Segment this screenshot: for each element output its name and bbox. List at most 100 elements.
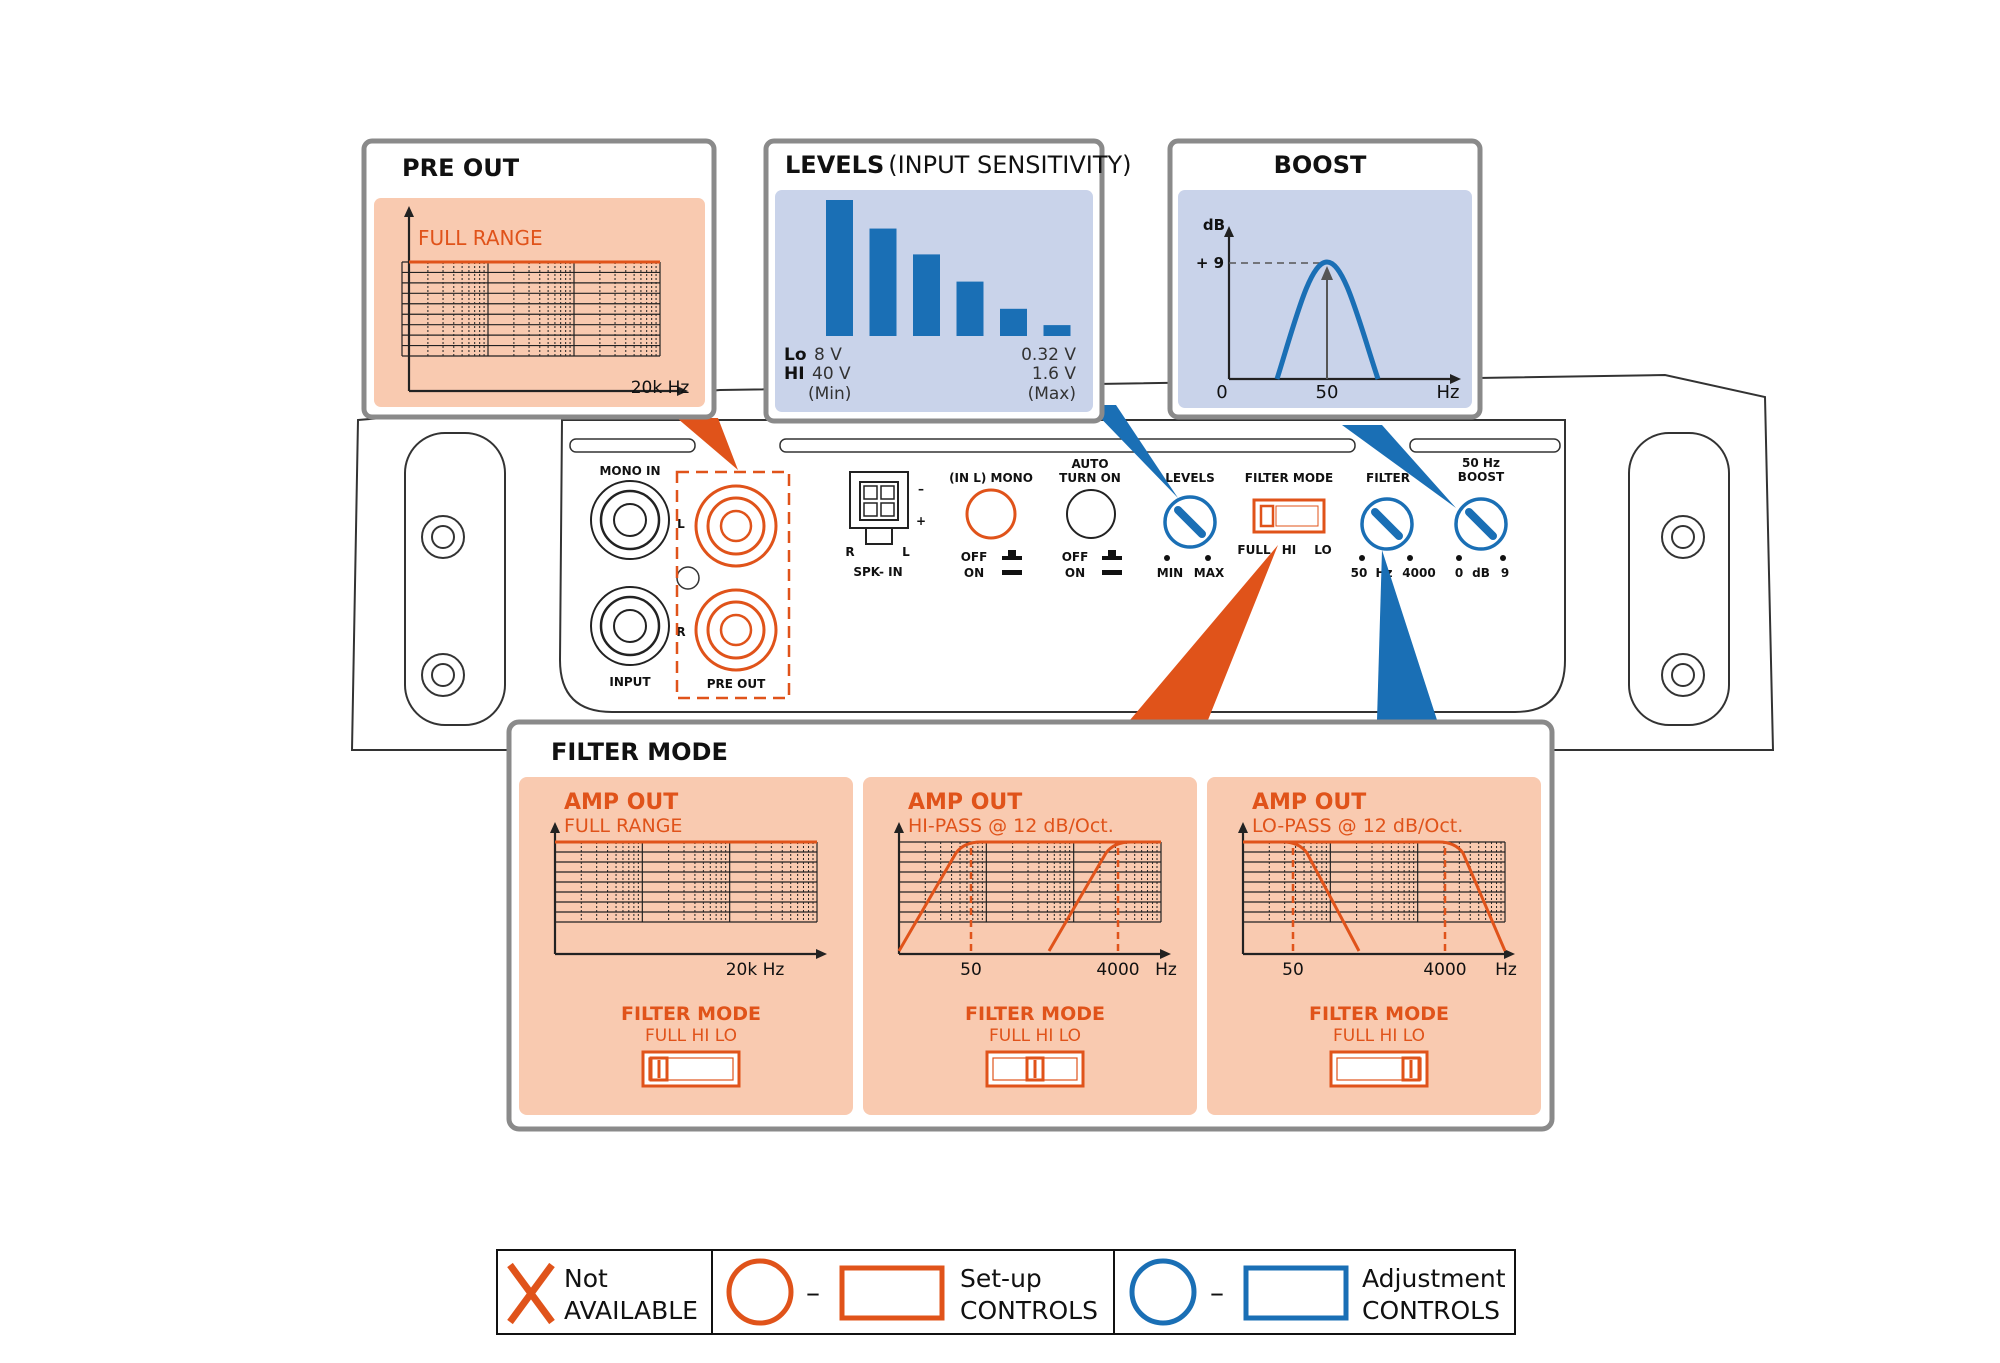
x-label-high: 20k Hz	[726, 960, 785, 980]
levels-knob[interactable]	[1163, 495, 1217, 549]
boost-0-label: 0	[1455, 566, 1463, 580]
switch-title: FILTER MODE	[965, 1003, 1105, 1025]
auto-turn-on-group: AUTO TURN ON OFF ON	[1059, 457, 1122, 580]
levels-hi-min: 40 V	[812, 364, 851, 384]
legend-setup-line1: Set-up	[960, 1264, 1042, 1293]
lo-pass-curve-4000	[1283, 840, 1507, 952]
legend-adjust-line2: CONTROLS	[1362, 1296, 1500, 1325]
x-label-4000: 4000	[1096, 960, 1139, 980]
filter-mode-switch[interactable]	[1252, 498, 1326, 534]
legend-adjust-dash: –	[1210, 1276, 1224, 1309]
switch-full-label: FULL	[1237, 543, 1271, 557]
filter-callout-pointer	[1377, 550, 1437, 720]
filter-50-label: 50	[1351, 566, 1368, 580]
pre-out-rca-jack-r[interactable]	[694, 588, 778, 672]
x-axis-arrow	[816, 949, 827, 959]
legend: Not AVAILABLE – Set-up CONTROLS – Adjust…	[496, 1249, 1516, 1335]
switch-lo-label: LO	[1314, 543, 1331, 557]
legend-na-line2: AVAILABLE	[564, 1296, 698, 1325]
pre-out-x-label: 20k Hz	[631, 378, 690, 398]
levels-hi-max: 1.6 V	[1032, 364, 1076, 384]
filter-mode-switch-illustration	[1329, 1050, 1429, 1088]
filter-mode-panel-label: FILTER MODE	[1245, 471, 1333, 485]
speaker-input-connector[interactable]: – + R L SPK- IN	[845, 471, 926, 579]
mono-on-label: ON	[964, 566, 984, 580]
boost-peak-label: + 9	[1196, 254, 1224, 272]
switch-options: FULL HI LO	[1333, 1026, 1425, 1046]
boost-x-center: 50	[1316, 382, 1339, 403]
filter-type-label: LO-PASS @ 12 dB/Oct.	[1252, 815, 1463, 837]
boost-knob-group: 50 Hz BOOST 0 dB 9	[1454, 456, 1509, 580]
response-curve	[897, 840, 1161, 954]
level-bar	[869, 228, 897, 336]
setup-rect-icon	[839, 1265, 945, 1321]
filter-type-label: FULL RANGE	[564, 815, 682, 837]
x-axis-arrow	[677, 386, 688, 396]
button-off-icon	[1002, 550, 1022, 560]
spk-minus-label: –	[918, 482, 924, 496]
filter-mode-switch-group: FILTER MODE FULL HI LO	[1237, 471, 1333, 557]
levels-callout-pointer	[1088, 405, 1178, 498]
level-bar	[1000, 308, 1027, 336]
switch-title: FILTER MODE	[621, 1003, 761, 1025]
pre-out-highlight	[675, 470, 791, 700]
filter-mode-title: FILTER MODE	[551, 738, 728, 766]
switch-track	[1336, 1057, 1422, 1081]
auto-on-label: ON	[1065, 566, 1085, 580]
response-curve	[1243, 840, 1507, 954]
hi-pass-curve-4000	[1047, 840, 1161, 952]
levels-hi-label: HI	[784, 364, 805, 384]
mono-off-label: OFF	[961, 550, 988, 564]
boost-db-label: dB	[1472, 566, 1490, 580]
levels-min-label: (Min)	[808, 384, 851, 404]
control-panel	[558, 419, 1566, 713]
boost-panel-label-1: 50 Hz	[1462, 456, 1500, 470]
level-bar	[826, 200, 853, 336]
boost-knob[interactable]	[1454, 497, 1508, 551]
mono-title: (IN L) MONO	[949, 471, 1033, 485]
boost-x-zero: 0	[1216, 382, 1227, 403]
x-unit-label: Hz	[1495, 960, 1517, 980]
right-mounting-ear	[1628, 432, 1730, 726]
spk-in-label: SPK- IN	[853, 565, 902, 579]
boost-panel-label-2: BOOST	[1458, 470, 1505, 484]
input-rca-jack-r[interactable]	[590, 586, 670, 666]
amp-out-heading: AMP OUT	[1252, 790, 1366, 815]
hi-pass-curve-50	[897, 840, 1161, 952]
levels-lo-min: 8 V	[814, 345, 842, 365]
levels-bar-chart	[826, 200, 1071, 336]
spk-plus-label: +	[916, 514, 926, 528]
grid	[401, 261, 661, 357]
mono-switch-group: (IN L) MONO OFF ON	[949, 471, 1033, 580]
input-label: INPUT	[609, 675, 651, 689]
filter-knob[interactable]	[1360, 497, 1414, 551]
spk-r-label: R	[845, 545, 854, 559]
switch-options: FULL HI LO	[989, 1026, 1081, 1046]
auto-turn-on-button[interactable]	[1066, 489, 1116, 539]
levels-title: LEVELS(INPUT SENSITIVITY)	[785, 151, 1132, 179]
input-rca-jack-l[interactable]	[590, 480, 670, 560]
legend-setup-dash: –	[806, 1276, 820, 1309]
level-bar	[956, 281, 984, 336]
amp-out-heading: AMP OUT	[564, 790, 678, 815]
left-mounting-ear	[404, 432, 506, 726]
pre-out-panel-label: PRE OUT	[707, 677, 766, 691]
not-available-icon	[507, 1262, 555, 1325]
auto-title-1: AUTO	[1071, 457, 1108, 471]
filter-4000-label: 4000	[1402, 566, 1435, 580]
rca-l-label: L	[677, 517, 685, 531]
switch-hi-label: HI	[1282, 543, 1297, 557]
adjust-circle-icon	[1129, 1258, 1197, 1326]
x-unit-label: Hz	[1155, 960, 1177, 980]
pre-out-rca-jack-l[interactable]	[694, 484, 778, 568]
x-label-50: 50	[1282, 960, 1304, 980]
mono-button[interactable]	[965, 488, 1017, 540]
boost-callout-pointer	[1342, 425, 1456, 508]
switch-track	[648, 1057, 734, 1081]
boost-x-unit: Hz	[1437, 382, 1460, 403]
